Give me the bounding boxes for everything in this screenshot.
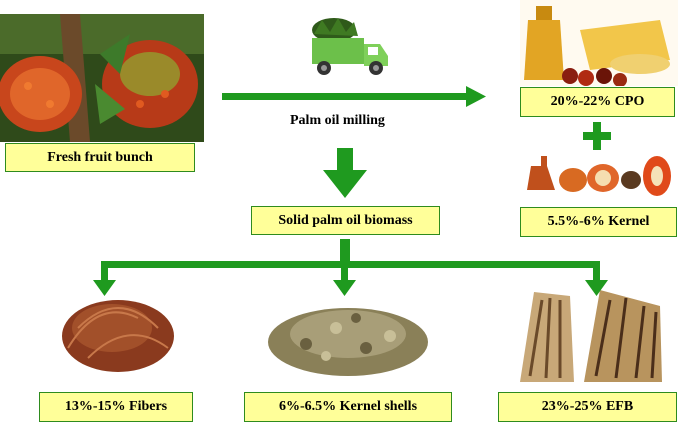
fruit-bunch-photo xyxy=(0,14,204,142)
cpo-box: 20%-22% CPO xyxy=(520,87,675,117)
efb-arrow-head xyxy=(585,280,608,296)
efb-drop xyxy=(593,261,600,283)
milling-arrow-head xyxy=(466,86,486,107)
truck-icon xyxy=(304,16,394,80)
efb-box: 23%-25% EFB xyxy=(498,392,677,422)
solid-biomass-box: Solid palm oil biomass xyxy=(251,206,440,235)
fresh-fruit-bunch-box: Fresh fruit bunch xyxy=(5,143,195,172)
fiber-photo xyxy=(58,278,176,378)
efb-photo xyxy=(510,286,670,384)
biomass-arrow-head xyxy=(323,170,367,198)
fibers-drop xyxy=(101,261,108,283)
milling-arrow-shaft xyxy=(222,93,470,100)
shells-drop xyxy=(341,261,348,283)
shells-photo xyxy=(266,288,430,378)
shells-arrow-head xyxy=(333,280,356,296)
split-bar xyxy=(103,261,599,268)
split-trunk xyxy=(340,239,350,265)
biomass-arrow-shaft xyxy=(337,148,353,170)
oil-bottle-photo xyxy=(520,0,678,86)
fibers-box: 13%-15% Fibers xyxy=(39,392,193,422)
kernel-photo xyxy=(525,150,673,200)
kernel-box: 5.5%-6% Kernel xyxy=(520,207,677,237)
plus-icon xyxy=(583,122,611,150)
palm-oil-milling-label: Palm oil milling xyxy=(290,113,385,128)
kernel-shells-box: 6%-6.5% Kernel shells xyxy=(244,392,452,422)
fibers-arrow-head xyxy=(93,280,116,296)
